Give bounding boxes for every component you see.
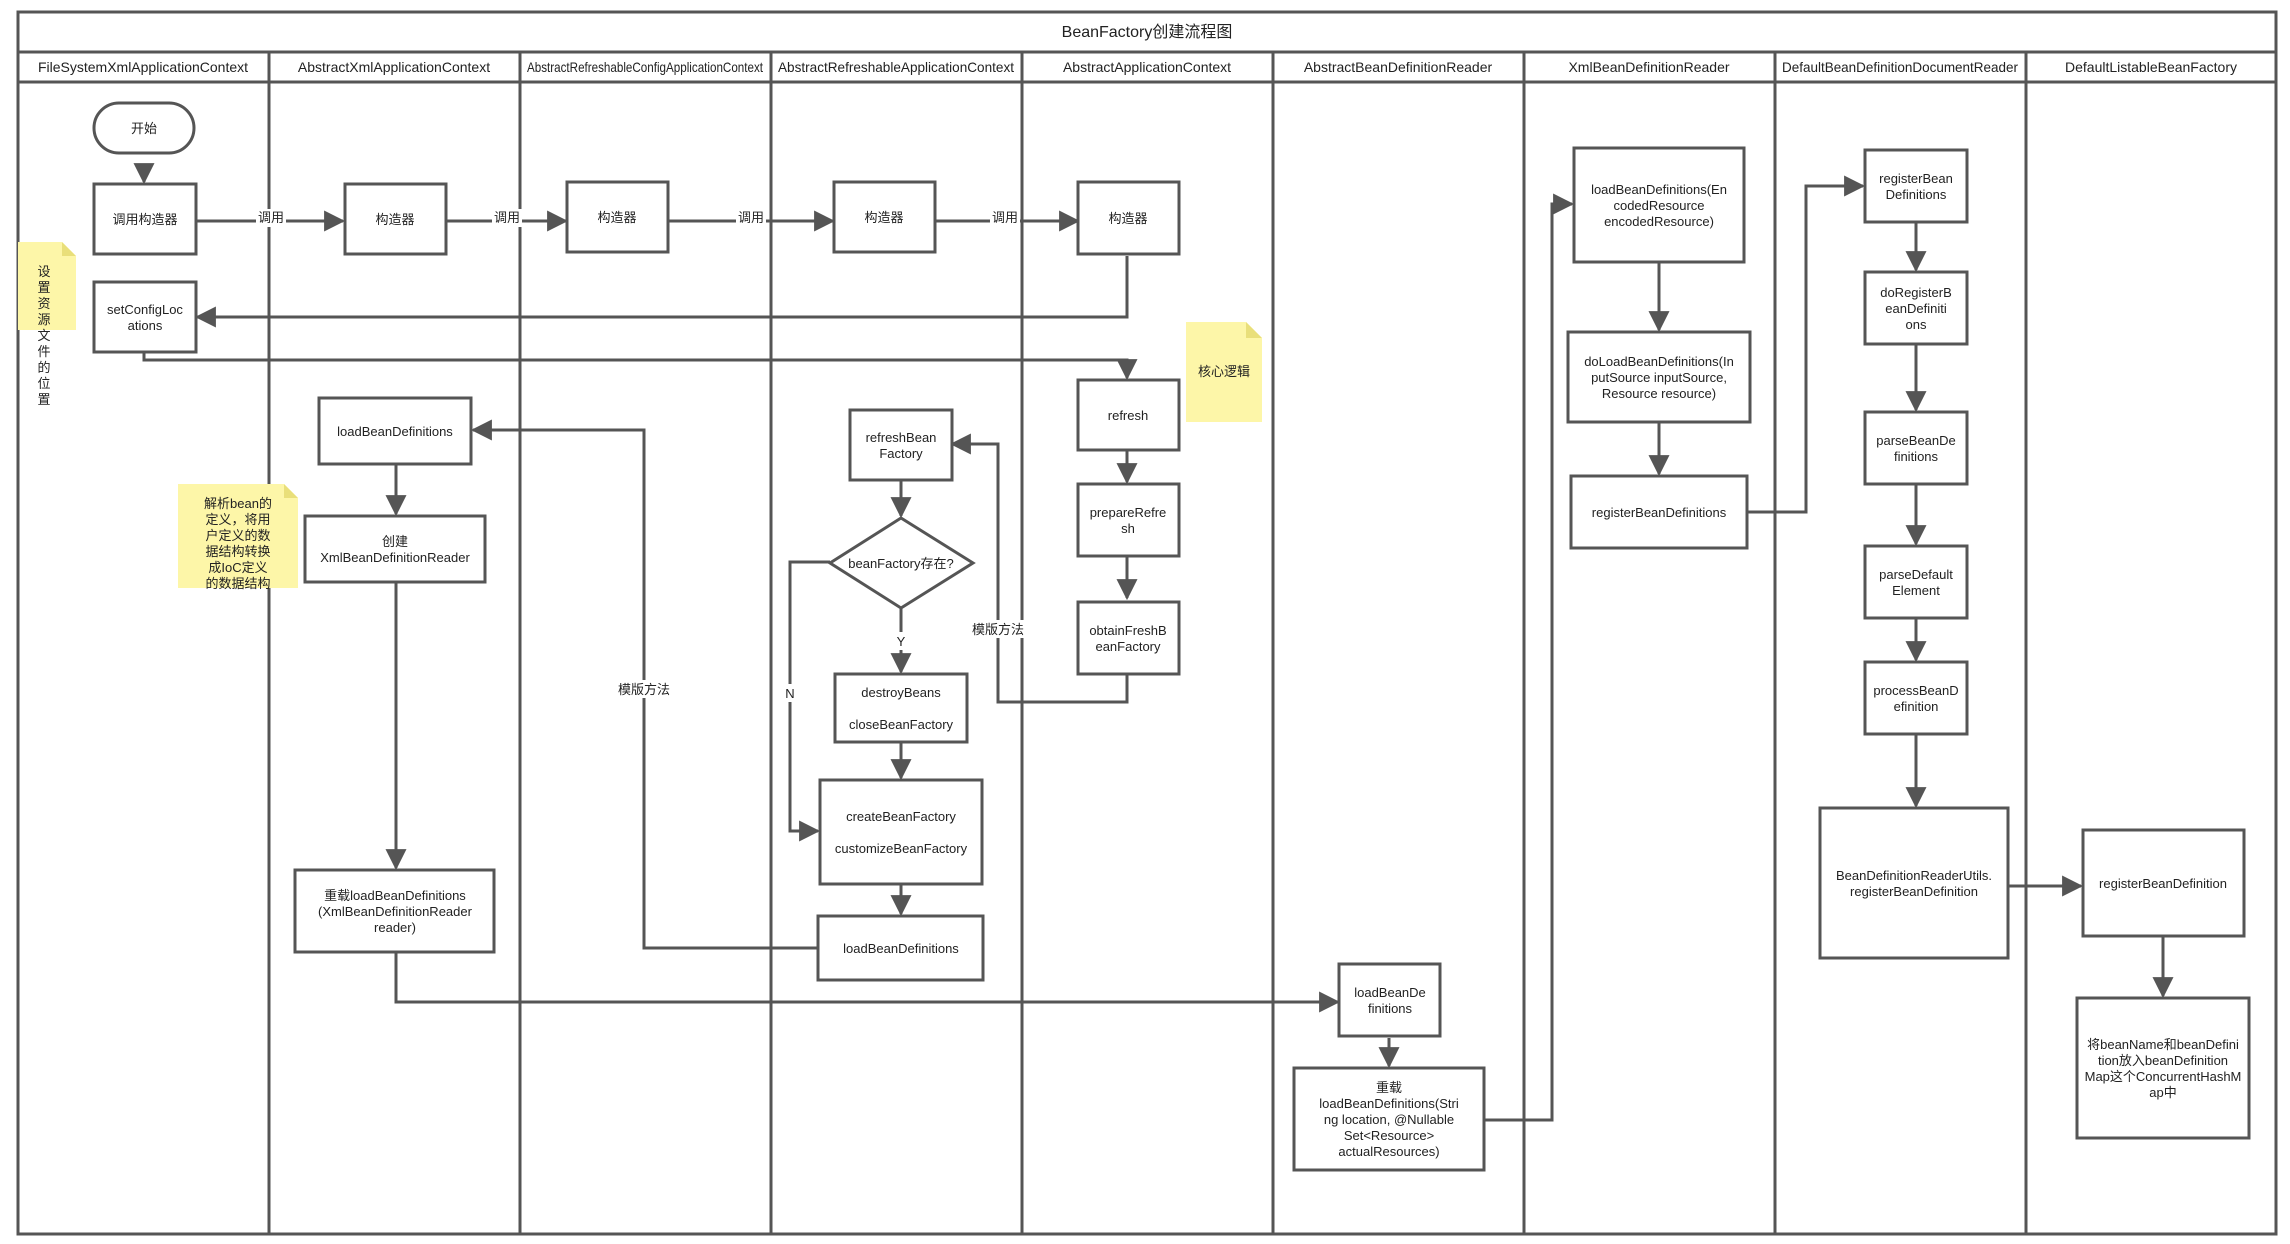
- edge-label-call: 调用: [992, 210, 1018, 225]
- lane-label: DefaultBeanDefinitionDocumentReader: [1782, 59, 2018, 75]
- dl-register-node[interactable]: [2081, 828, 2246, 938]
- node-label: beanFactory存在?: [848, 556, 954, 571]
- edge-xml-to-dr: [1748, 175, 1866, 514]
- node-label: registerBeanDefinition: [2099, 876, 2227, 891]
- ara-ctor-node[interactable]: [832, 180, 937, 254]
- ax-loadbd-node[interactable]: [317, 396, 473, 466]
- edge-setconfig-to-refresh: [142, 352, 1138, 381]
- node-label: 构造器: [864, 210, 903, 225]
- start-node[interactable]: [92, 101, 196, 155]
- dr-parse-node[interactable]: [1863, 410, 1969, 486]
- node-label: 调用构造器: [112, 212, 177, 227]
- node-label: registerBeanDefinitions: [1592, 505, 1727, 520]
- ara-loadbd-node[interactable]: [816, 914, 985, 982]
- note-text: 核心逻辑: [1198, 364, 1250, 379]
- sticky-note-parse: 解析bean的定义，将用户定义的数据结构转换成IoC定义的数据结构: [178, 484, 298, 591]
- edge-label-call: 调用: [738, 210, 764, 225]
- edge-label-no: N: [785, 686, 794, 701]
- dr-doregister-node[interactable]: [1863, 270, 1969, 346]
- edge-labels: 调用 调用 调用 调用 模版方法 模版方法 Y N: [256, 209, 1030, 702]
- node-label: 重载loadBeanDefinitions(XmlBeanDefinitionR…: [318, 888, 473, 935]
- xml-loadenc-node[interactable]: [1572, 146, 1746, 264]
- aac-prepare-node[interactable]: [1076, 482, 1181, 558]
- edge-label-call: 调用: [258, 210, 284, 225]
- dr-utils-node[interactable]: [1818, 806, 2010, 960]
- xml-doload-node[interactable]: [1566, 330, 1752, 424]
- lane-label: DefaultListableBeanFactory: [2065, 59, 2237, 75]
- edge-label-template: 模版方法: [618, 682, 670, 697]
- edge-label-call: 调用: [494, 210, 520, 225]
- ax-create-node[interactable]: [303, 514, 487, 584]
- abr-load-node[interactable]: [1337, 962, 1442, 1038]
- node-label: 构造器: [597, 210, 636, 225]
- dr-process-node[interactable]: [1863, 660, 1969, 736]
- node-label: 构造器: [1108, 211, 1147, 226]
- ax-overload-node[interactable]: [293, 868, 496, 954]
- edge-label-yes: Y: [897, 634, 906, 649]
- node-label: 构造器: [375, 212, 414, 227]
- sticky-note-resource: 设置资源文件的位置: [18, 242, 76, 407]
- xml-register-node[interactable]: [1569, 474, 1749, 550]
- edge-label-template: 模版方法: [972, 622, 1024, 637]
- lane-dividers: [267, 52, 2028, 1234]
- node-label: BeanDefinitionReaderUtils.registerBeanDe…: [1836, 868, 1992, 899]
- nodes: [92, 101, 2251, 1172]
- lane-label: AbstractRefreshableApplicationContext: [778, 59, 1014, 75]
- lane-label: AbstractXmlApplicationContext: [298, 59, 490, 75]
- node-label: loadBeanDefinitions: [337, 424, 453, 439]
- ax-ctor-node[interactable]: [343, 182, 448, 256]
- node-label: 开始: [131, 121, 157, 136]
- dr-parsedefault-node[interactable]: [1863, 544, 1969, 620]
- lane-label: FileSystemXmlApplicationContext: [38, 59, 248, 75]
- dr-register-node[interactable]: [1863, 148, 1969, 224]
- node-label: loadBeanDefinitions: [843, 941, 959, 956]
- aac-ctor-node[interactable]: [1076, 180, 1181, 256]
- note-text: 设置资源文件的位置: [37, 264, 50, 407]
- node-label: refresh: [1108, 408, 1148, 423]
- ara-destroy-node[interactable]: [833, 672, 969, 744]
- edge-overload-to-abrload: [394, 952, 1341, 1013]
- aac-refresh-node[interactable]: [1076, 378, 1181, 452]
- ara-create-node[interactable]: [818, 778, 984, 886]
- ara-refreshbf-node[interactable]: [848, 408, 954, 482]
- arc-ctor-node[interactable]: [565, 180, 670, 254]
- dl-put-node[interactable]: [2075, 996, 2251, 1140]
- lane-labels: FileSystemXmlApplicationContext Abstract…: [38, 59, 2237, 75]
- lane-label: XmlBeanDefinitionReader: [1568, 59, 1729, 75]
- lane-label: AbstractBeanDefinitionReader: [1304, 59, 1493, 75]
- edge-obtain-to-refreshbf: [949, 433, 1129, 704]
- edge-ctor-to-setconfig: [194, 256, 1129, 328]
- diagram-title: BeanFactory创建流程图: [1062, 23, 1233, 41]
- abr-overload-node[interactable]: [1292, 1066, 1486, 1172]
- sticky-note-core: 核心逻辑: [1186, 322, 1262, 422]
- lane-label: AbstractApplicationContext: [1063, 59, 1231, 75]
- edge-abr-to-xml: [1484, 193, 1575, 1122]
- note-text: 解析bean的定义，将用户定义的数据结构转换成IoC定义的数据结构: [204, 496, 272, 591]
- fs-setconfig-node[interactable]: [92, 280, 198, 354]
- aac-obtain-node[interactable]: [1076, 600, 1181, 676]
- fs-ctor-node[interactable]: [92, 182, 198, 256]
- lane-label: AbstractRefreshableConfigApplicationCont…: [527, 59, 763, 75]
- ara-decision-node[interactable]: [827, 516, 976, 610]
